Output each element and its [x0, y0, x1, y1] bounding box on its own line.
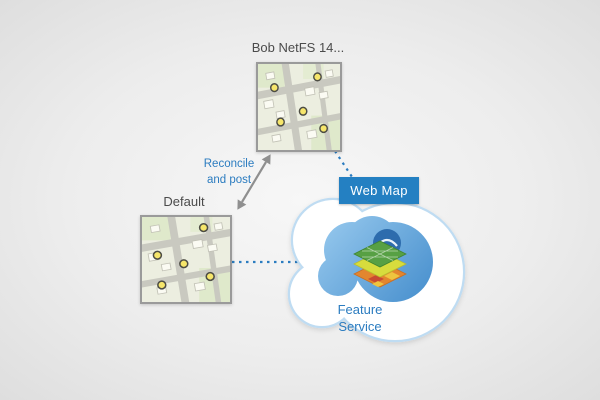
map-thumbnail-bob [256, 62, 342, 152]
feature-service-line2: Service [338, 318, 382, 334]
feature-service-line1: Feature [337, 302, 383, 317]
feature-markers [152, 223, 215, 290]
reconcile-and-post-label: Reconcile and post [183, 157, 275, 188]
feature-markers [269, 72, 329, 134]
layer-diamond-top [353, 240, 407, 268]
feature-service-icon [353, 229, 407, 288]
version-label-bob: Bob NetFS 14... [251, 40, 345, 55]
map-thumbnail-default [140, 215, 232, 304]
feature-service-label: Feature Service [312, 302, 408, 336]
reconcile-line2: and post [206, 173, 252, 186]
version-label-default: Default [163, 194, 205, 209]
reconcile-arrow-icon [237, 154, 271, 210]
web-map-label: Web Map [350, 183, 408, 198]
web-map-badge: Web Map [339, 177, 419, 204]
reconcile-line1: Reconcile [203, 158, 255, 170]
